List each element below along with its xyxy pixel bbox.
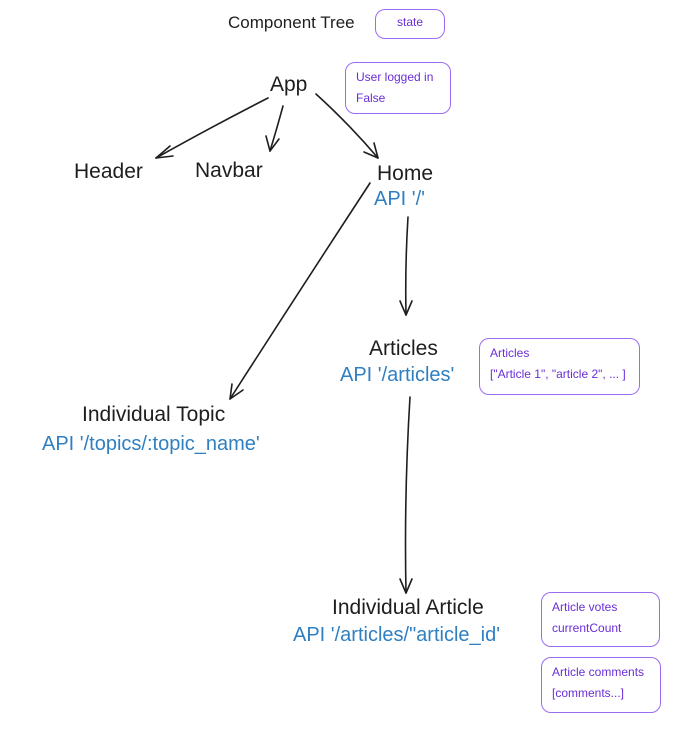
node-navbar: Navbar — [195, 159, 263, 182]
node-article-api: API '/articles/"article_id' — [293, 624, 501, 646]
arrow-app-navbar — [265, 105, 284, 152]
node-articles-api: API '/articles' — [340, 364, 455, 386]
state-note-comments-line1: Article comments — [552, 665, 645, 679]
state-note-articles: Articles ["Article 1", "article 2", ... … — [479, 338, 640, 395]
node-header: Header — [74, 160, 143, 183]
state-legend-box: state — [375, 9, 445, 39]
arrow-home-articles — [399, 216, 413, 316]
state-note-articles-line1: Articles — [490, 346, 530, 360]
node-articles-label: Articles — [369, 337, 438, 360]
state-note-votes-line1: Article votes — [552, 600, 618, 614]
state-note-comments-line2: [comments...] — [552, 686, 625, 700]
arrow-articles-article — [399, 396, 413, 594]
node-app: App — [270, 73, 308, 96]
node-home-api: API '/' — [374, 188, 425, 210]
node-topic-label: Individual Topic — [82, 403, 226, 426]
state-note-comments: Article comments [comments...] — [541, 657, 661, 713]
state-legend-label: state — [396, 15, 423, 29]
state-note-votes-line2: currentCount — [552, 621, 622, 635]
arrow-app-home — [315, 93, 379, 159]
state-note-user: User logged in False — [345, 62, 451, 114]
diagram-title: Component Tree — [228, 13, 355, 32]
state-note-user-line1: User logged in — [356, 70, 434, 84]
state-note-user-line2: False — [356, 91, 386, 105]
state-note-votes: Article votes currentCount — [541, 592, 660, 647]
node-home-label: Home — [377, 162, 434, 185]
arrow-home-topic — [229, 182, 371, 400]
arrow-app-header — [155, 97, 269, 159]
node-topic-api: API '/topics/:topic_name' — [42, 433, 260, 455]
state-note-articles-line2: ["Article 1", "article 2", ... ] — [490, 367, 626, 381]
node-article-label: Individual Article — [332, 596, 484, 619]
